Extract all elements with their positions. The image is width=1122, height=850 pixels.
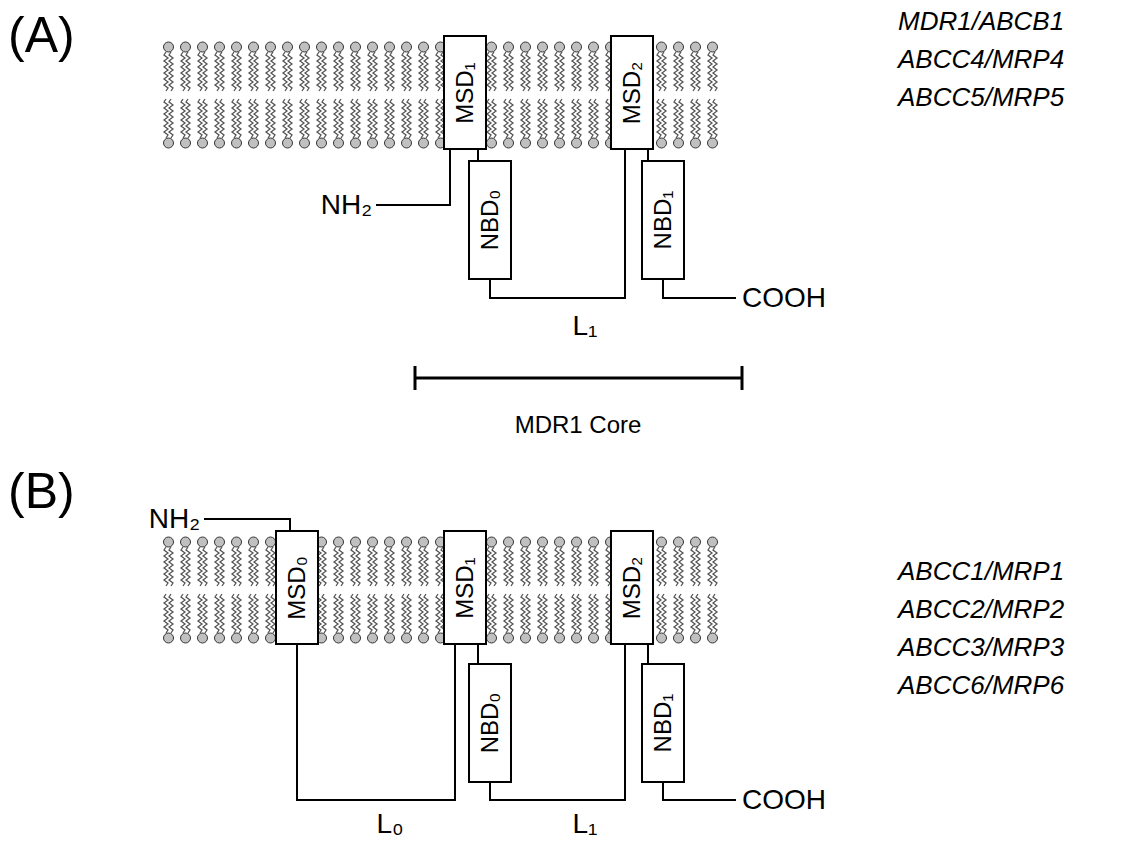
terminus-line: [376, 150, 450, 205]
linker-line: [477, 150, 479, 160]
linker-label: L₀: [374, 808, 405, 840]
domain-label: MSD₂: [619, 556, 645, 619]
terminus-label: NH₂: [321, 189, 372, 221]
linker-label: L₁: [570, 310, 599, 342]
terminus-label: COOH: [742, 784, 826, 816]
linker-label: L₁: [570, 808, 599, 840]
scale-bar-tick: [741, 366, 744, 390]
nucleotide-binding-domain: NBD₀: [468, 663, 512, 783]
gene-name: ABCC2/MRP2: [898, 595, 1064, 625]
nucleotide-binding-domain: NBD₁: [641, 663, 685, 783]
linker-line: [647, 150, 649, 160]
membrane-spanning-domain: MSD₁: [443, 530, 487, 645]
membrane-spanning-domain: MSD₂: [610, 530, 654, 645]
linker-line: [477, 645, 479, 663]
panel-letter: (A): [8, 7, 75, 65]
domain-label: NBD₀: [477, 190, 503, 251]
terminus-line: [204, 519, 290, 530]
domain-label: MSD₁: [452, 557, 478, 618]
domain-label: MSD₂: [619, 61, 645, 124]
scale-bar-tick: [414, 366, 417, 390]
domain-label: MSD₁: [452, 62, 478, 123]
nucleotide-binding-domain: NBD₁: [641, 160, 685, 280]
domain-label: MSD₀: [284, 556, 310, 619]
linker-line: [647, 645, 649, 663]
terminus-line: [663, 280, 736, 298]
gene-name: ABCC4/MRP4: [898, 45, 1064, 75]
membrane-spanning-domain: MSD₀: [275, 530, 319, 645]
membrane-spanning-domain: MSD₁: [443, 35, 487, 150]
domain-label: NBD₀: [477, 693, 503, 754]
scale-bar: [415, 377, 742, 380]
linker-line: [297, 645, 455, 800]
gene-name: ABCC3/MRP3: [898, 633, 1064, 663]
terminus-label: NH₂: [149, 503, 200, 535]
gene-name: ABCC5/MRP5: [898, 83, 1064, 113]
scale-bar-label: MDR1 Core: [515, 411, 642, 439]
domain-label: NBD₁: [650, 191, 676, 250]
gene-name: MDR1/ABCB1: [898, 7, 1064, 37]
panel-letter: (B): [8, 463, 75, 521]
terminus-line: [663, 783, 736, 800]
gene-name: ABCC6/MRP6: [898, 671, 1064, 701]
gene-name: ABCC1/MRP1: [898, 557, 1064, 587]
domain-label: NBD₁: [650, 694, 676, 753]
membrane-spanning-domain: MSD₂: [610, 35, 654, 150]
nucleotide-binding-domain: NBD₀: [468, 160, 512, 280]
terminus-label: COOH: [742, 282, 826, 314]
